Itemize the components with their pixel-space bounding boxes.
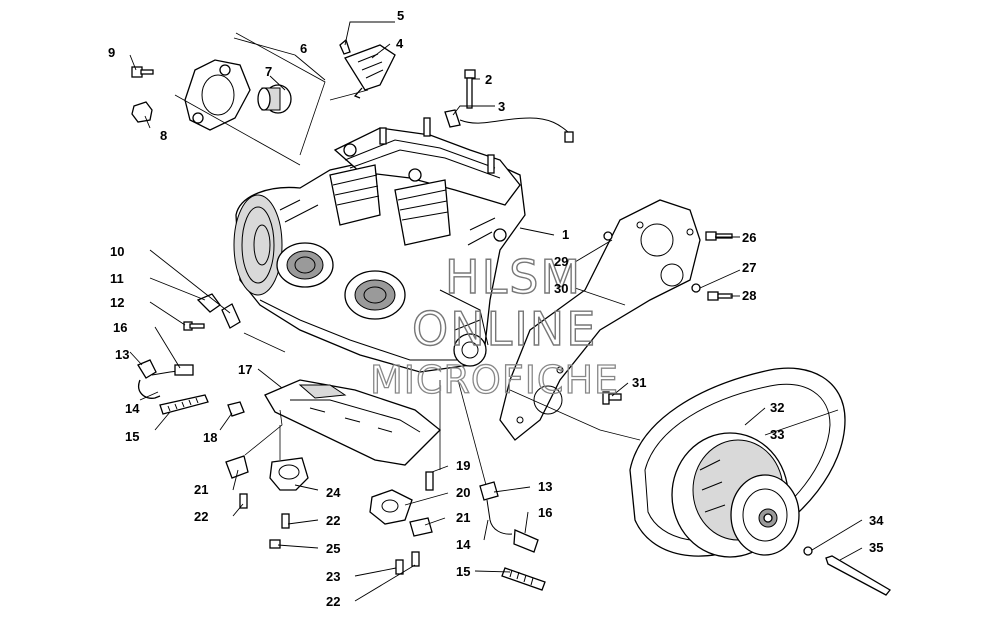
watermark-line3: MICROFICHE (370, 358, 619, 402)
guide-lines (174, 32, 641, 486)
callout-17: 17 (238, 362, 252, 377)
callout-15-right: 15 (456, 564, 470, 579)
bolt-icon (131, 66, 154, 78)
callout-6: 6 (300, 41, 307, 56)
callout-22-c: 22 (326, 594, 340, 609)
watermark: HLSM ONLINE MICROFICHE (369, 249, 619, 402)
callout-31: 31 (632, 375, 646, 390)
thermostat (257, 84, 292, 114)
lift-handle (339, 38, 396, 99)
callout-7: 7 (265, 64, 272, 79)
callout-24: 24 (326, 485, 341, 500)
mount-bolt (227, 401, 245, 417)
watermark-line1: HLSM (445, 250, 582, 304)
coolant-hose-right (479, 481, 546, 591)
callout-12: 12 (110, 295, 124, 310)
callout-14-right: 14 (456, 537, 471, 552)
callout-22-a: 22 (194, 509, 208, 524)
callout-16-right: 16 (538, 505, 552, 520)
callout-18: 18 (203, 430, 217, 445)
callout-labels: 1 2 3 4 5 6 7 8 9 10 11 12 13 14 15 16 1… (108, 8, 884, 609)
leader-lines (129, 21, 863, 602)
callout-20: 20 (456, 485, 470, 500)
callout-28: 28 (742, 288, 756, 303)
drive-clutch (671, 432, 800, 558)
hose-cap (131, 101, 153, 123)
callout-3: 3 (498, 99, 505, 114)
clutch-bolt (803, 546, 891, 596)
clip-21 (225, 455, 433, 537)
callout-22-b: 22 (326, 513, 340, 528)
rubber-mount-24 (269, 457, 309, 491)
coolant-hose-left (137, 359, 209, 415)
hose-clamp (183, 293, 241, 331)
callout-29: 29 (554, 254, 568, 269)
callout-27: 27 (742, 260, 756, 275)
chaincase-bracket (499, 199, 701, 441)
callout-8: 8 (160, 128, 167, 143)
callout-34: 34 (869, 513, 884, 528)
watermark-line2: ONLINE (412, 302, 597, 356)
callout-35: 35 (869, 540, 883, 555)
rubber-mount-20 (369, 489, 413, 525)
callout-2: 2 (485, 72, 492, 87)
callout-33: 33 (770, 427, 784, 442)
spark-plug-icon (379, 117, 495, 174)
temperature-sensor (444, 109, 574, 143)
callout-26: 26 (742, 230, 756, 245)
callout-16: 16 (113, 320, 127, 335)
callout-25: 25 (326, 541, 340, 556)
engine-assembly (233, 117, 526, 373)
callout-21-right: 21 (456, 510, 470, 525)
callout-15: 15 (125, 429, 139, 444)
callout-1: 1 (562, 227, 569, 242)
callout-13: 13 (115, 347, 129, 362)
callout-9: 9 (108, 45, 115, 60)
callout-4: 4 (396, 36, 404, 51)
callout-23: 23 (326, 569, 340, 584)
callout-11: 11 (110, 271, 124, 286)
engine-mount-plate (264, 379, 441, 466)
callout-5: 5 (397, 8, 404, 23)
callout-19: 19 (456, 458, 470, 473)
callout-32: 32 (770, 400, 784, 415)
callout-30: 30 (554, 281, 568, 296)
sensor-bolt (464, 69, 476, 109)
callout-13-right: 13 (538, 479, 552, 494)
callout-10: 10 (110, 244, 124, 259)
thermostat-housing (184, 59, 251, 131)
callout-14: 14 (125, 401, 140, 416)
small-bolts (239, 471, 434, 575)
callout-21-left: 21 (194, 482, 208, 497)
